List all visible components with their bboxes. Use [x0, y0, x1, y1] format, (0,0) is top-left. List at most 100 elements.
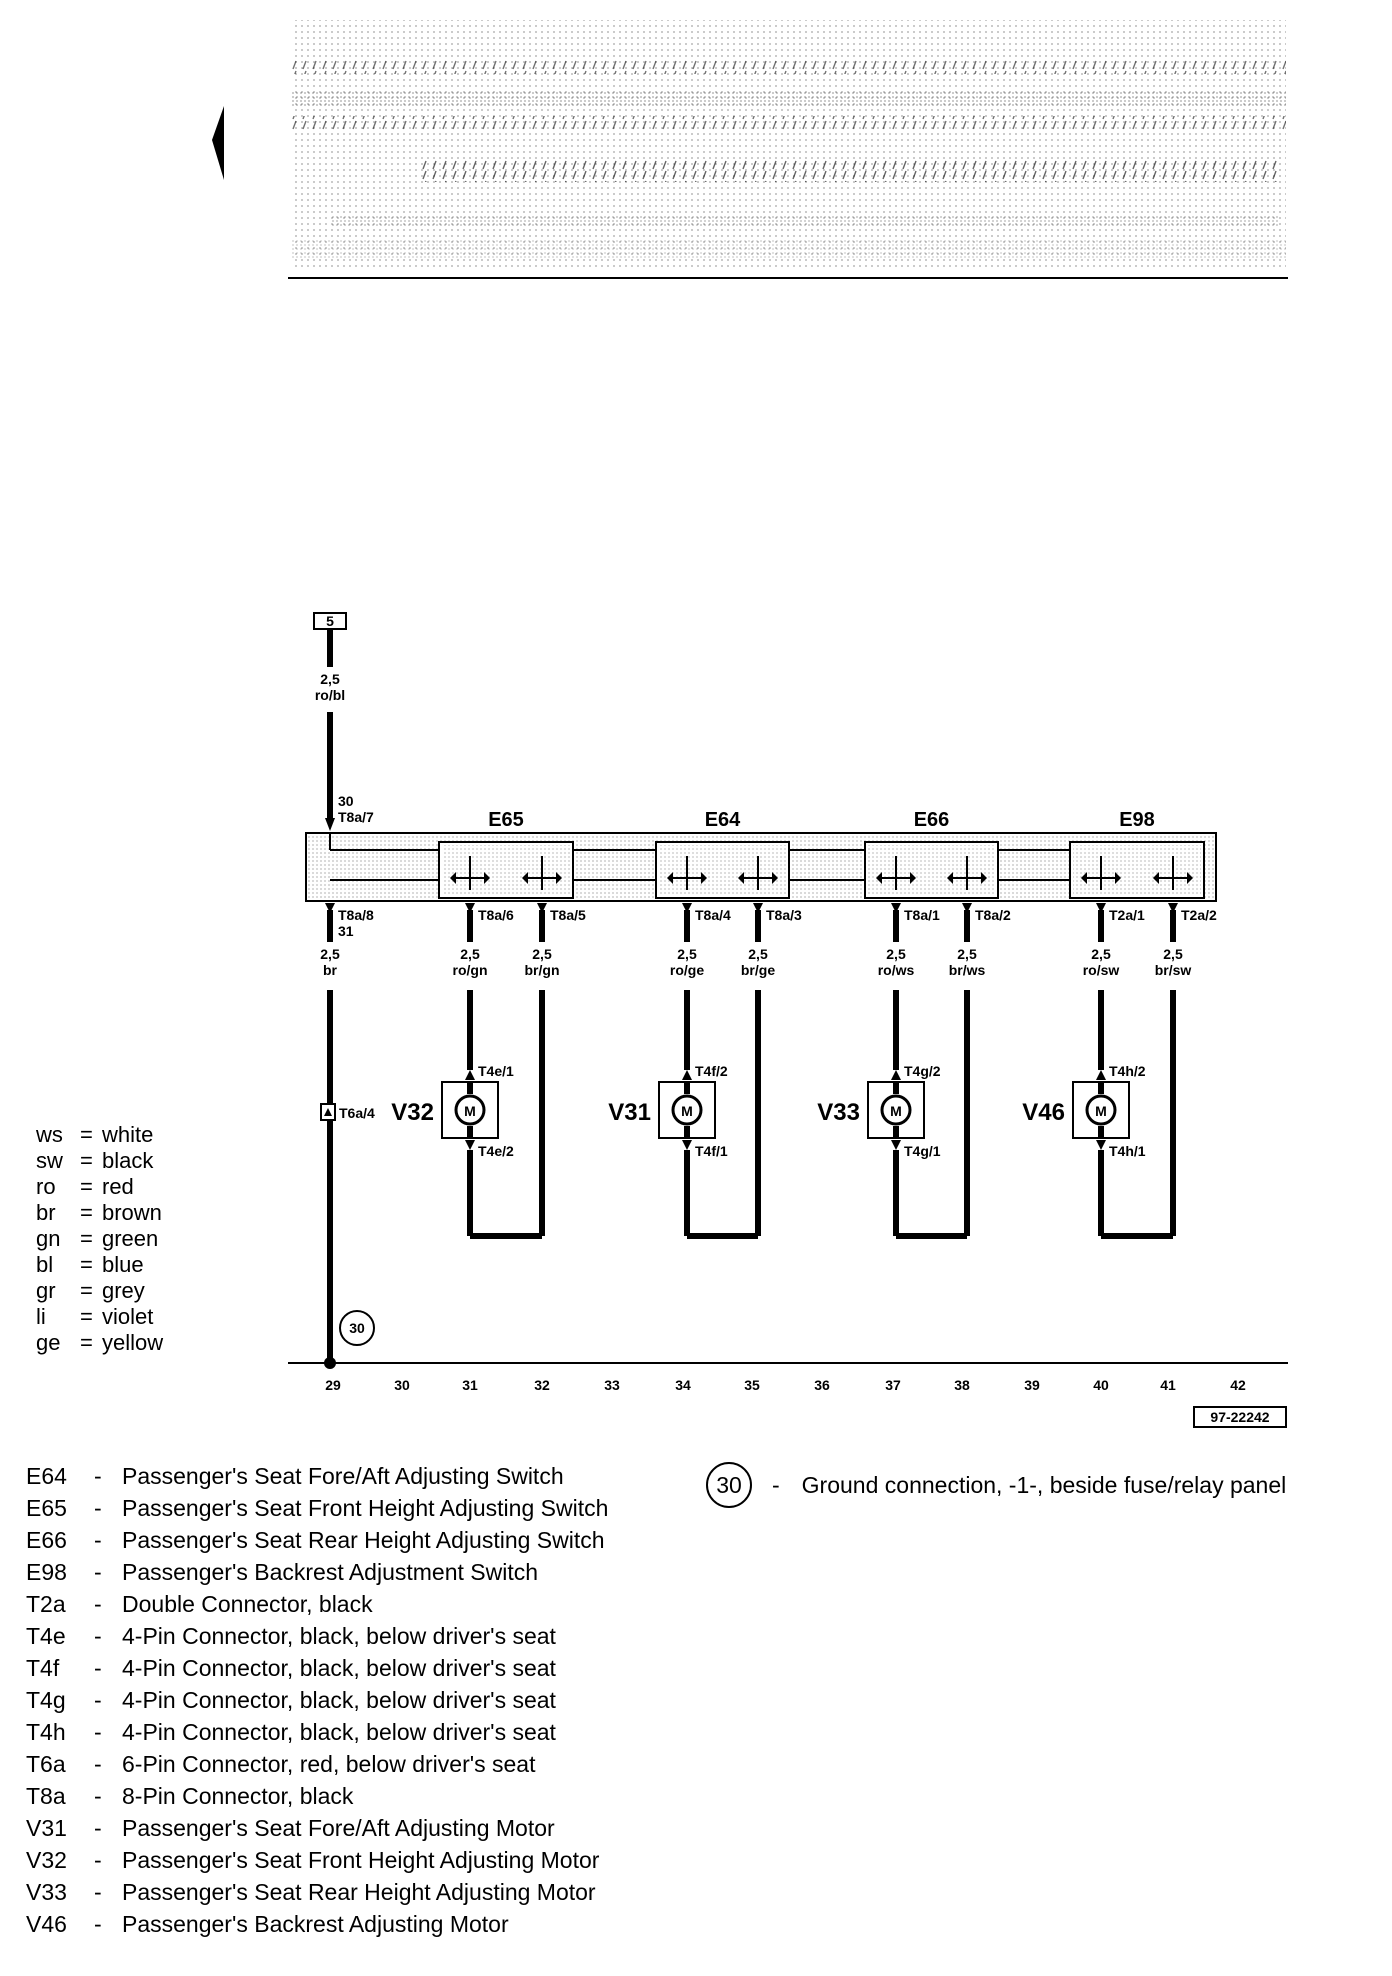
equals-sign: =	[80, 1304, 93, 1329]
switch-arrow-icon	[667, 872, 673, 884]
motor-name-label: V46	[1022, 1099, 1065, 1126]
legend-row: T4f-4-Pin Connector, black, below driver…	[26, 1652, 686, 1684]
color-code: sw	[36, 1148, 63, 1173]
switch-body-texture	[868, 845, 995, 895]
legend-row: T2a-Double Connector, black	[26, 1588, 686, 1620]
motor-pin-label: T4h/2	[1109, 1063, 1146, 1079]
ground-legend-desc: Ground connection, -1-, beside fuse/rela…	[801, 1471, 1287, 1498]
ground-legend: 30 - Ground connection, -1-, beside fuse…	[706, 1462, 1286, 1508]
wire-color-label: ro/bl	[315, 687, 345, 703]
switch-name-label: E65	[488, 809, 524, 831]
color-code: gr	[36, 1278, 56, 1303]
legend-desc: 4-Pin Connector, black, below driver's s…	[122, 1687, 556, 1713]
legend-dash: -	[94, 1623, 102, 1649]
track-number-label: 33	[604, 1377, 620, 1393]
motor-name-label: V31	[608, 1099, 651, 1126]
switch-arrow-icon	[1153, 872, 1159, 884]
legend-row: V32-Passenger's Seat Front Height Adjust…	[26, 1844, 686, 1876]
pin-arrow-icon	[682, 1140, 692, 1150]
legend-row: V46-Passenger's Backrest Adjusting Motor	[26, 1908, 686, 1940]
color-code: bl	[36, 1252, 54, 1277]
switch-body-texture	[659, 845, 786, 895]
legend-row: T6a-6-Pin Connector, red, below driver's…	[26, 1748, 686, 1780]
track-number-label: 38	[954, 1377, 970, 1393]
wire-color-label: ro/sw	[1083, 962, 1120, 978]
wire-size-label: 2,5	[320, 671, 340, 687]
legend-desc: 4-Pin Connector, black, below driver's s…	[122, 1655, 556, 1681]
track-number-label: 32	[534, 1377, 550, 1393]
motor-brush-top	[893, 1082, 899, 1094]
ground-ref-symbol: 30	[706, 1462, 752, 1508]
wire-size-label: 2,5	[748, 946, 768, 962]
legend-code: T6a	[26, 1751, 66, 1777]
switch-arrow-icon	[701, 872, 707, 884]
motor-icon	[1085, 1094, 1117, 1126]
motor-brush-bottom	[1098, 1126, 1104, 1138]
track-number-label: 34	[675, 1377, 691, 1393]
legend-code: V31	[26, 1815, 67, 1841]
track-number-label: 36	[814, 1377, 830, 1393]
switch-arrow-icon	[947, 872, 953, 884]
legend-row: T8a-8-Pin Connector, black	[26, 1780, 686, 1812]
page-back-arrow-icon	[212, 106, 224, 180]
legend-row: T4e-4-Pin Connector, black, below driver…	[26, 1620, 686, 1652]
pin-arrow-icon	[1096, 903, 1106, 913]
wire-color-label: ro/ge	[670, 962, 704, 978]
color-legend-row: sw=black	[36, 1148, 163, 1174]
legend-desc: Passenger's Backrest Adjustment Switch	[122, 1559, 539, 1585]
wire-size-label: 2,5	[460, 946, 480, 962]
connector-pin-label: T8a/8	[338, 907, 374, 923]
motor-pin-label: T4h/1	[1109, 1143, 1146, 1159]
diagram-id-box	[1193, 1406, 1287, 1428]
legend-desc: Passenger's Seat Fore/Aft Adjusting Swit…	[122, 1463, 564, 1489]
legend-dash: -	[94, 1879, 102, 1905]
switch-body-texture	[1073, 845, 1201, 895]
legend-desc: 4-Pin Connector, black, below driver's s…	[122, 1719, 556, 1745]
pin-arrow-icon	[1096, 1070, 1106, 1080]
track-number-label: 41	[1160, 1377, 1176, 1393]
legend-code: E98	[26, 1559, 67, 1585]
connector-pin-label: T8a/2	[975, 907, 1011, 923]
pin-arrow-icon	[682, 1070, 692, 1080]
track-number-label: 31	[462, 1377, 478, 1393]
legend-desc: Passenger's Seat Front Height Adjusting …	[122, 1495, 609, 1521]
legend-dash: -	[94, 1527, 102, 1553]
color-legend-row: ro=red	[36, 1174, 163, 1200]
legend-row: E64-Passenger's Seat Fore/Aft Adjusting …	[26, 1460, 686, 1492]
legend-code: V32	[26, 1847, 67, 1873]
legend-desc: Passenger's Seat Rear Height Adjusting M…	[122, 1879, 596, 1905]
motor-pin-label: T4e/2	[478, 1143, 514, 1159]
supply-ref-label: 5	[326, 613, 334, 629]
pin-arrow-icon	[891, 903, 901, 913]
color-code: li	[36, 1304, 46, 1329]
pin-arrow-icon	[465, 903, 475, 913]
legend-dash: -	[94, 1687, 102, 1713]
wire-color-label: br/ws	[949, 962, 986, 978]
motor-icon	[454, 1094, 486, 1126]
ground-legend-dash: -	[772, 1471, 780, 1498]
legend-code: T8a	[26, 1783, 66, 1809]
wire-color-label: ro/ws	[878, 962, 915, 978]
equals-sign: =	[80, 1330, 93, 1355]
motor-symbol-label: M	[1095, 1103, 1107, 1119]
ground-junction-dot	[324, 1357, 336, 1369]
switch-arrow-icon	[876, 872, 882, 884]
color-code: br	[36, 1200, 56, 1225]
wire-size-label: 2,5	[677, 946, 697, 962]
track-number-label: 42	[1230, 1377, 1246, 1393]
legend-desc: Passenger's Seat Front Height Adjusting …	[122, 1847, 600, 1873]
equals-sign: =	[80, 1148, 93, 1173]
equals-sign: =	[80, 1122, 93, 1147]
color-code: ro	[36, 1174, 56, 1199]
motor-pin-label: T4g/2	[904, 1063, 941, 1079]
color-legend-row: li=violet	[36, 1304, 163, 1330]
wire-color-label: br	[323, 962, 338, 978]
track-number-label: 30	[394, 1377, 410, 1393]
switch-arrow-icon	[522, 872, 528, 884]
legend-code: T4f	[26, 1655, 60, 1681]
terminal-label: 31	[338, 923, 354, 939]
color-name: brown	[102, 1200, 162, 1225]
pin-arrow-icon	[753, 903, 763, 913]
switch-arrow-icon	[1187, 872, 1193, 884]
legend-code: T2a	[26, 1591, 66, 1617]
